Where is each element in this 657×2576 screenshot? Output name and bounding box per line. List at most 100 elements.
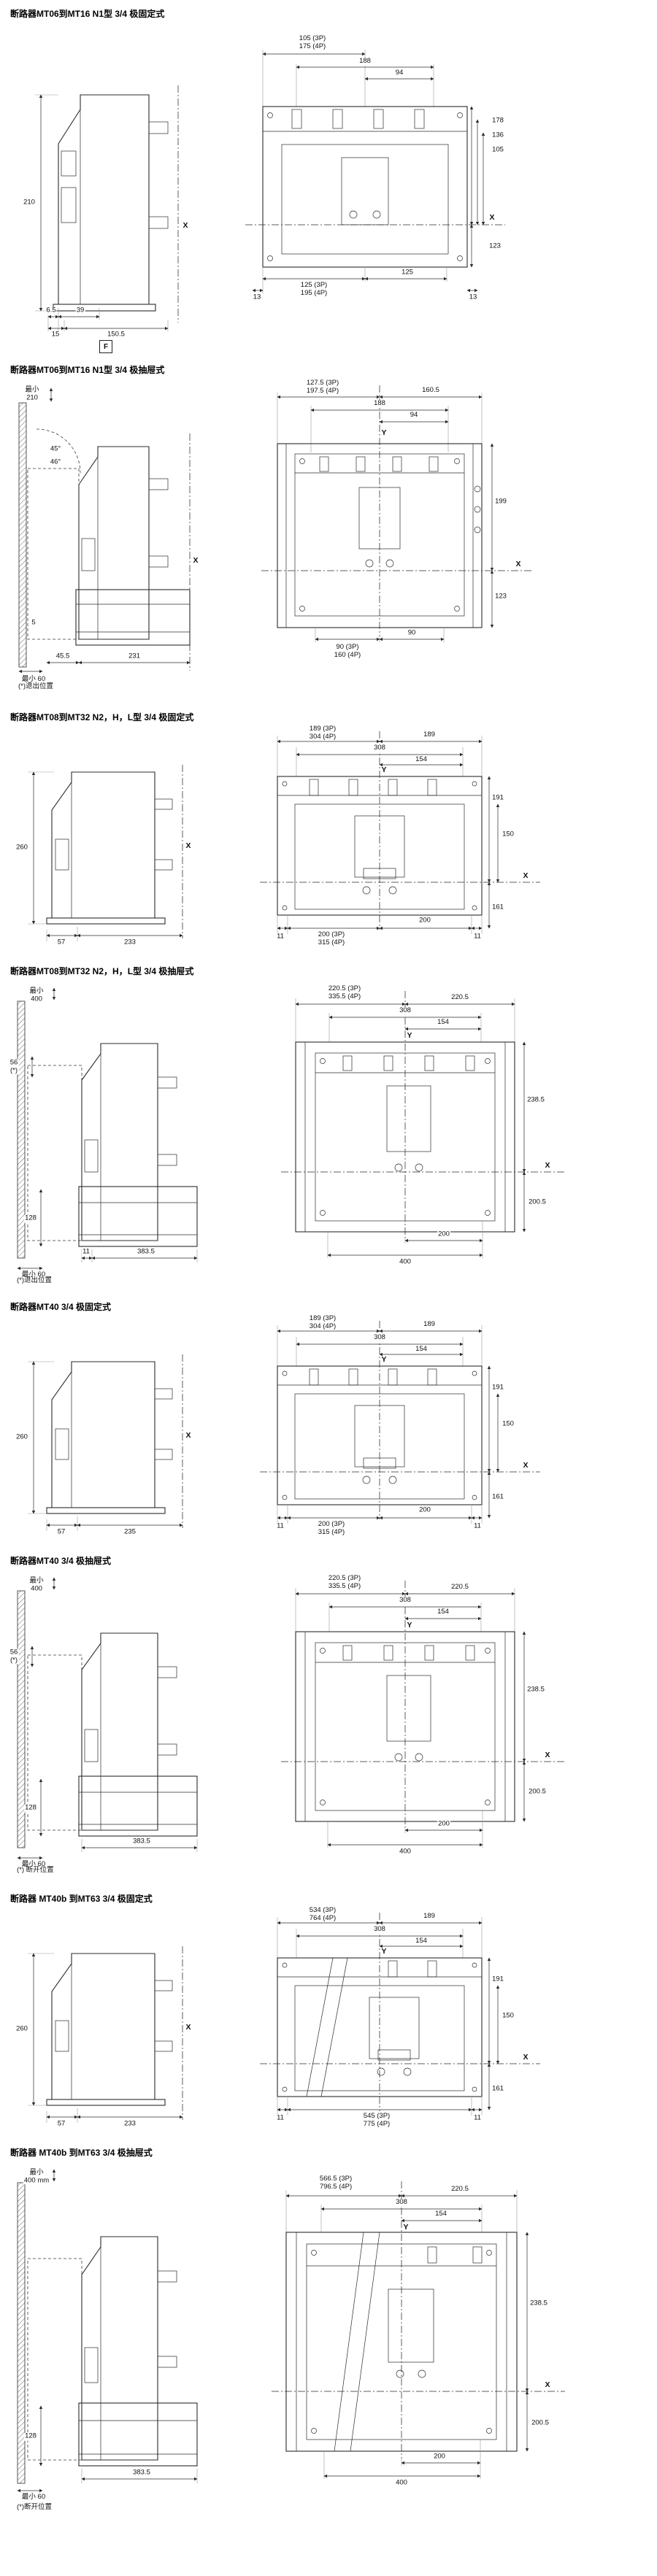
dim-label: 200.5 xyxy=(528,1198,547,1207)
front-view-drawing xyxy=(281,991,565,1258)
dim-label: 127.5 (3P) 197.5 (4P) xyxy=(305,379,340,396)
axis-y-label: Y xyxy=(381,1947,387,1956)
front-view-drawing xyxy=(260,1321,540,1524)
axis-y-label: Y xyxy=(381,1355,387,1365)
dim-label: 11 xyxy=(473,2113,482,2123)
dim-label: 238.5 xyxy=(526,1095,545,1105)
dim-label: 11 xyxy=(276,1522,285,1531)
axis-x-label: X xyxy=(182,221,188,231)
dim-label: 220.5 (3P) 335.5 (4P) xyxy=(327,1574,362,1591)
side-view-drawing xyxy=(28,765,183,941)
dim-label: 188 xyxy=(358,57,372,66)
dim-label: 128 xyxy=(24,2432,37,2441)
side-view-drawing xyxy=(35,85,179,331)
dim-label: 383.5 xyxy=(137,1247,155,1257)
front-view: 534 (3P) 764 (4P) 189 308 154 Y 191 150 … xyxy=(234,1906,555,2133)
dim-label: 260 xyxy=(15,843,28,852)
side-view-drawing xyxy=(28,1354,183,1531)
side-view-drawing xyxy=(28,1946,183,2123)
dim-label: 200 xyxy=(437,1230,450,1239)
dim-label: 154 xyxy=(415,1345,428,1354)
fixed-mounting-symbol: F xyxy=(99,340,112,353)
dim-label: 11 xyxy=(82,1247,91,1257)
dim-label: 189 xyxy=(423,730,436,739)
front-view-drawing xyxy=(272,2181,565,2479)
dim-label: 188 xyxy=(373,399,386,408)
front-view: 220.5 (3P) 335.5 (4P) 220.5 308 154 Y 23… xyxy=(256,1573,577,1865)
dim-label: 308 xyxy=(373,1333,386,1342)
side-view-drawing xyxy=(18,387,191,674)
section-mt06-16-fixed: 断路器MT06到MT16 N1型 3/4 极固定式 210 6.5 3 xyxy=(0,4,657,355)
dim-label: 189 (3P) 304 (4P) xyxy=(308,1314,337,1331)
dim-label: 最小 60 xyxy=(20,2493,47,2502)
dim-label: 161 xyxy=(491,2084,504,2094)
axis-x-label: X xyxy=(545,2380,550,2390)
dim-label: 57 xyxy=(56,2119,66,2129)
dim-label: 210 xyxy=(23,198,36,207)
dim-label: 56 (*) xyxy=(9,1058,19,1075)
section-title: 断路器MT06到MT16 N1型 3/4 极固定式 xyxy=(10,9,165,19)
dim-label: 128 xyxy=(24,1803,37,1813)
dim-label: 90 (3P) 160 (4P) xyxy=(333,643,362,660)
dim-label: 308 xyxy=(399,1596,412,1605)
dim-label: 200 xyxy=(437,1819,450,1829)
section-mt06-16-drawout: 断路器MT06到MT16 N1型 3/4 极抽屉式 最小 210 45° 46°… xyxy=(0,360,657,702)
dim-label: 154 xyxy=(437,1018,450,1027)
dim-label: 57 xyxy=(56,938,66,947)
angle-label: 46° xyxy=(49,458,62,467)
dim-label: 最小 400 xyxy=(28,987,45,1003)
dim-label: 125 (3P) 195 (4P) xyxy=(299,281,328,298)
dim-label: 238.5 xyxy=(529,2299,548,2308)
angle-label: 45° xyxy=(49,444,62,454)
section-title: 断路器MT06到MT16 N1型 3/4 极抽屉式 xyxy=(10,365,165,375)
front-view: 105 (3P) 175 (4P) 188 94 178 136 105 123… xyxy=(219,34,518,318)
dim-label: 231 xyxy=(128,652,141,661)
dim-label: 220.5 xyxy=(450,993,469,1002)
dim-label: 5 xyxy=(31,618,36,628)
dim-label: 154 xyxy=(434,2210,447,2218)
side-view: 最小 400 56 (*) 128 最小 60 383.5 (*) 断开位置 xyxy=(7,1573,248,1877)
axis-x-label: X xyxy=(185,2023,191,2032)
side-view-drawing xyxy=(17,987,198,1270)
footnote: (*) 断开位置 xyxy=(16,1866,55,1875)
axis-x-label: X xyxy=(193,556,199,566)
section-mt40-fixed: 断路器MT40 3/4 极固定式 260 57 235 X xyxy=(0,1297,657,1546)
axis-y-label: Y xyxy=(403,2223,409,2232)
dim-label: 400 xyxy=(399,1257,412,1267)
dim-label: 94 xyxy=(409,411,419,420)
dim-label: 150 xyxy=(502,1419,515,1429)
dim-label: 191 xyxy=(491,1975,504,1984)
dim-label: 220.5 xyxy=(450,2185,469,2194)
dim-label: 200 xyxy=(418,1505,431,1515)
dim-label: 308 xyxy=(373,744,386,752)
dim-label: 123 xyxy=(494,592,507,601)
side-view: 260 57 233 X xyxy=(12,1911,231,2130)
dim-label: 45.5 xyxy=(55,652,71,661)
section-title: 断路器MT08到MT32 N2，H，L型 3/4 极固定式 xyxy=(10,712,194,722)
dim-label: 154 xyxy=(437,1608,450,1616)
footnote: (*)退出位置 xyxy=(18,682,55,691)
dim-label: 178 xyxy=(491,116,504,126)
dim-label: 15 xyxy=(50,330,61,339)
axis-x-label: X xyxy=(489,213,495,223)
front-view-drawing xyxy=(261,385,533,642)
dim-label: 123 xyxy=(488,242,502,251)
dim-label: 200 (3P) 315 (4P) xyxy=(317,1520,346,1537)
side-view-drawing xyxy=(17,1577,198,1860)
axis-x-label: X xyxy=(523,1461,529,1470)
axis-x-label: X xyxy=(545,1751,550,1760)
dim-label: 200 xyxy=(418,916,431,925)
dim-label: 56 (*) xyxy=(9,1648,19,1665)
axis-y-label: Y xyxy=(381,428,387,438)
dim-label: 199 xyxy=(494,497,507,506)
front-view: 220.5 (3P) 335.5 (4P) 220.5 308 154 Y 23… xyxy=(256,984,577,1276)
dim-label: 136 xyxy=(491,131,504,140)
axis-x-label: X xyxy=(185,841,191,851)
axis-x-label: X xyxy=(185,1431,191,1441)
front-view: 566.5 (3P) 796.5 (4P) 220.5 308 154 Y 23… xyxy=(248,2172,577,2494)
dim-label: 260 xyxy=(15,1432,28,1442)
dim-label: 200.5 xyxy=(531,2418,550,2428)
section-mt08-32-fixed: 断路器MT08到MT32 N2，H，L型 3/4 极固定式 260 57 233… xyxy=(0,708,657,956)
section-title: 断路器MT40 3/4 极抽屉式 xyxy=(10,1556,112,1566)
